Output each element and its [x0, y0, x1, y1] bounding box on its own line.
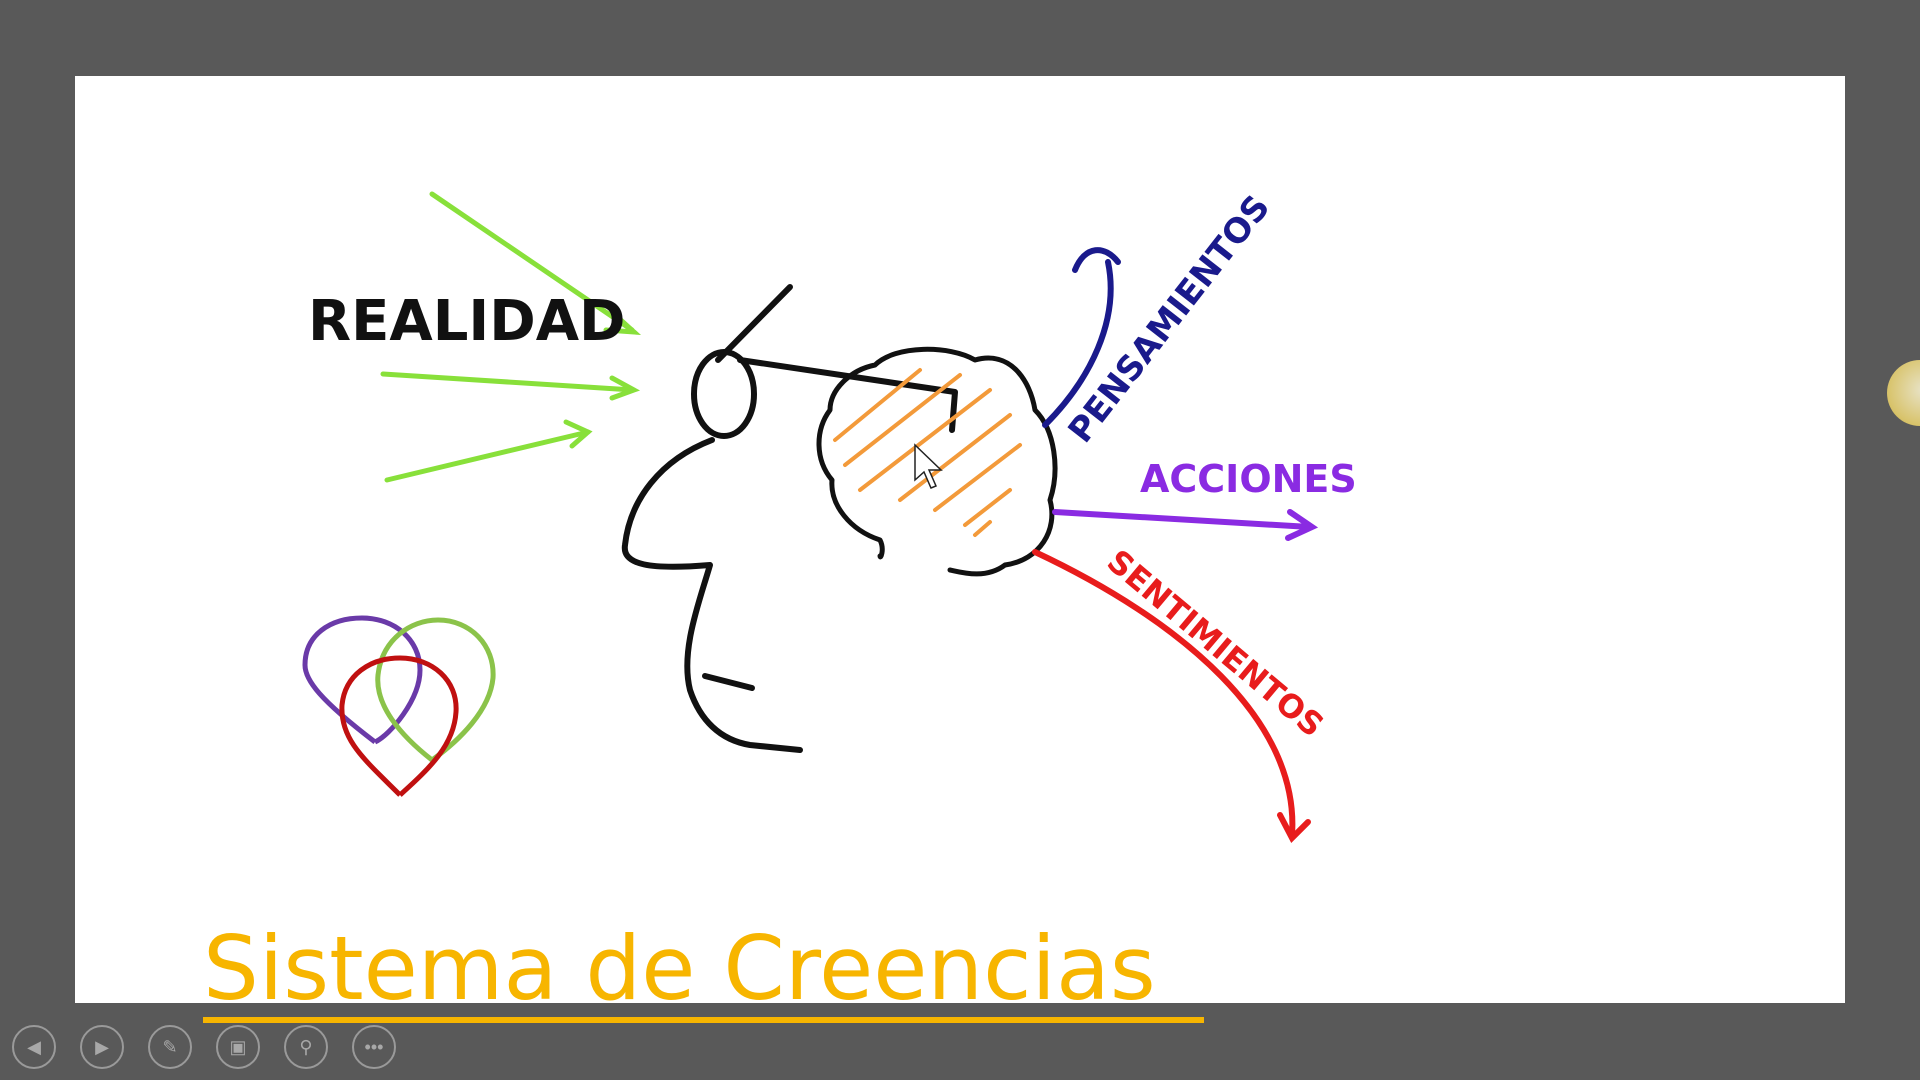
slides-grid-icon: ▣: [229, 1036, 247, 1057]
mouse-cursor-icon: [914, 443, 943, 489]
label-pensamientos: PENSAMIENTOS: [1061, 188, 1279, 451]
laser-pointer-orb: [1887, 360, 1920, 426]
head-outline: [621, 437, 803, 753]
slide: REALIDAD PENSAMIENTOS ACCIONES SENTIMIEN…: [75, 76, 1845, 1023]
pen-icon: ✎: [162, 1036, 178, 1057]
actions-arrow: [1052, 509, 1319, 541]
glasses-temple: [737, 357, 958, 433]
zoom-button[interactable]: ⚲: [284, 1025, 328, 1069]
slide-title: Sistema de Creencias: [203, 921, 1204, 1023]
brain-hatch: [833, 368, 1022, 537]
glasses-lens: [691, 349, 757, 439]
more-options-button[interactable]: •••: [352, 1025, 396, 1069]
arrowhead: [563, 419, 593, 449]
triangle-right-icon: ▶: [95, 1036, 109, 1057]
glasses-stick: [715, 284, 793, 363]
slide-illustration: REALIDAD PENSAMIENTOS ACCIONES SENTIMIEN…: [302, 188, 1357, 844]
magnifier-icon: ⚲: [299, 1036, 313, 1057]
reality-arrows: [380, 191, 642, 483]
reality-arrow: [380, 371, 636, 393]
ellipsis-icon: •••: [364, 1036, 384, 1057]
arrowhead: [609, 375, 641, 401]
mouth: [702, 673, 755, 691]
head-drawing: [621, 284, 1058, 753]
reality-arrow: [384, 429, 591, 483]
label-realidad: REALIDAD: [308, 289, 626, 354]
brain-outline: [816, 346, 1058, 577]
label-acciones: ACCIONES: [1140, 457, 1357, 501]
previous-slide-button[interactable]: ◀: [12, 1025, 56, 1069]
pen-button[interactable]: ✎: [148, 1025, 192, 1069]
presentation-toolbar: ◀ ▶ ✎ ▣ ⚲ •••: [12, 1025, 396, 1069]
logo-hearts: [302, 615, 496, 797]
label-sentimientos: SENTIMIENTOS: [1100, 542, 1331, 745]
triangle-left-icon: ◀: [27, 1036, 41, 1057]
see-all-slides-button[interactable]: ▣: [216, 1025, 260, 1069]
feelings-arrow: [1032, 549, 1311, 844]
next-slide-button[interactable]: ▶: [80, 1025, 124, 1069]
thoughts-arrow: [1042, 247, 1121, 428]
arrowhead: [603, 309, 642, 336]
reality-arrow: [429, 191, 635, 333]
